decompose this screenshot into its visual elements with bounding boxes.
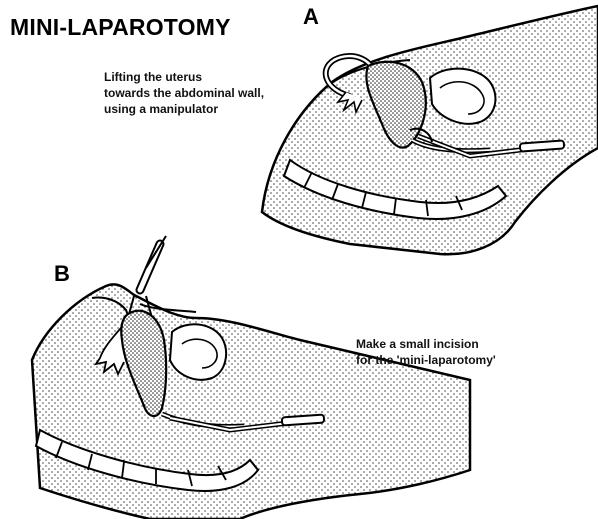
panel-a-drawing	[262, 6, 598, 254]
panel-b-bladder	[170, 324, 226, 379]
panel-b-caption-line: Make a small incision	[356, 336, 496, 352]
panel-a-label: A	[303, 4, 319, 30]
panel-a-caption-line: using a manipulator	[104, 101, 264, 117]
panel-b-caption: Make a small incision for the 'mini-lapa…	[356, 336, 496, 368]
panel-b-label: B	[54, 261, 70, 287]
page-title: MINI-LAPAROTOMY	[10, 14, 231, 41]
panel-b-drawing	[32, 236, 470, 519]
panel-b-caption-line: for the 'mini-laparotomy'	[356, 352, 496, 368]
panel-b-body	[32, 284, 470, 519]
panel-a-caption-line: Lifting the uterus	[104, 69, 264, 85]
panel-a-caption: Lifting the uterus towards the abdominal…	[104, 69, 264, 117]
panel-a-caption-line: towards the abdominal wall,	[104, 85, 264, 101]
